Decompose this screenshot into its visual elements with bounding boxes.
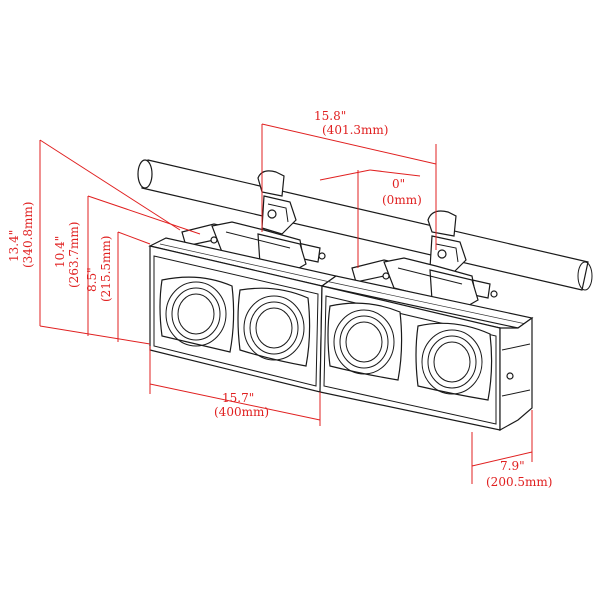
right-clamp [427, 210, 467, 275]
lens-1 [159, 276, 235, 353]
top-width-in: 15.8" [314, 109, 346, 123]
lens-4 [415, 322, 493, 401]
top-width-mm: (401.3mm) [322, 123, 388, 137]
lens-2 [237, 287, 311, 367]
angle-in: 0" [392, 177, 405, 191]
height-total-mm: (340.8mm) [21, 202, 35, 268]
depth-in: 7.9" [500, 459, 525, 473]
dimension-lines [39, 123, 533, 484]
height-mid-in: 10.4" [53, 236, 67, 268]
height-mid-mm: (263.7mm) [67, 222, 81, 288]
depth-mm: (200.5mm) [486, 475, 552, 489]
right-module [319, 285, 533, 432]
left-module [149, 245, 323, 393]
height-body-in: 8.5" [85, 267, 99, 292]
width-front-mm: (400mm) [214, 405, 269, 419]
width-front-in: 15.7" [222, 391, 254, 405]
left-clamp [257, 170, 297, 235]
height-total-in: 13.4" [7, 230, 21, 262]
lens-3 [327, 302, 403, 381]
angle-mm: (0mm) [382, 193, 422, 207]
dimension-labels: 15.8" (401.3mm) 0" (0mm) 13.4" (340.8mm)… [7, 109, 552, 489]
height-body-mm: (215.5mm) [99, 236, 113, 302]
